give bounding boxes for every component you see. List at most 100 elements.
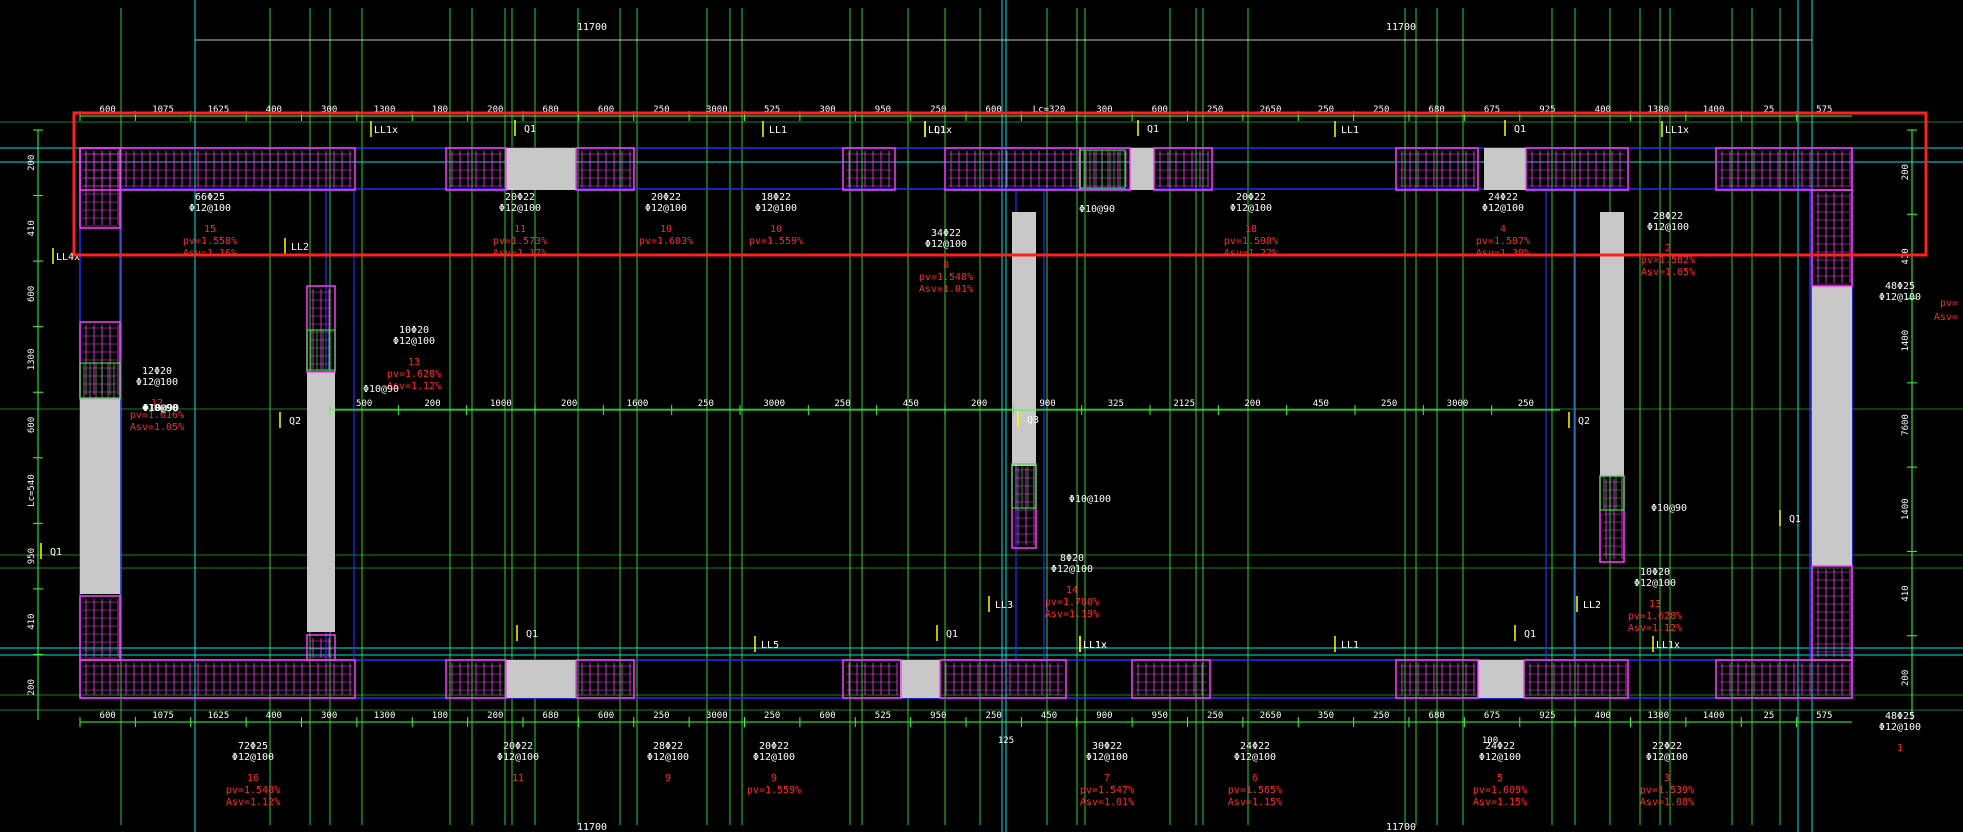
column-rebar-spec: 48Φ25 (1885, 711, 1915, 722)
rebar-cage (1525, 147, 1629, 191)
rebar-cage (575, 147, 635, 191)
column-stirrup-spec: Φ12@100 (1051, 564, 1093, 575)
beam-label-q2: Q2 (289, 416, 301, 427)
mid-dim-label: 200 (1244, 399, 1260, 409)
column-id: 9 (771, 773, 777, 784)
beam-label-q1: Q1 (946, 629, 958, 640)
bottom-dim-label: 2650 (1260, 711, 1282, 721)
column-pv-ratio: pv=1.539% (1640, 785, 1694, 796)
column-id: 16 (247, 773, 259, 784)
bottom-dim-label: 3000 (706, 711, 728, 721)
column-stirrup-spec: Φ12@100 (647, 752, 689, 763)
mid-dim-label: 250 (1518, 399, 1534, 409)
bottom-dim-label: 525 (875, 711, 891, 721)
column-id: 5 (1497, 773, 1503, 784)
column-id: 10 (660, 224, 672, 235)
top-dim-label: 2650 (1260, 105, 1282, 115)
column-id: 1 (1897, 743, 1903, 754)
bottom-dim-label: 400 (266, 711, 282, 721)
column-id: 7 (1104, 773, 1110, 784)
tie-zone (306, 329, 336, 371)
rebar-cage (306, 634, 336, 661)
tie-spacing-note: Φ10@90 (143, 403, 179, 414)
tie-spacing-note: Φ10@100 (1069, 494, 1111, 505)
beam-label-q1: Q1 (1147, 124, 1159, 135)
beam-label-ll2: LL2 (1583, 600, 1601, 611)
rebar-cage (79, 321, 121, 399)
bottom-dim-label: 1075 (152, 711, 174, 721)
tie-spacing-note: Φ10@90 (363, 384, 399, 395)
mid-dim-label: 1600 (627, 399, 649, 409)
column-rebar-spec: 12Φ20 (142, 366, 172, 377)
column-pv-ratio: pv=1.548% (919, 272, 973, 283)
top-dim-label: 300 (1096, 105, 1112, 115)
concrete-segment (1478, 660, 1524, 698)
edge-asv-note: Asv= (1934, 312, 1958, 323)
bottom-dim-label: 600 (598, 711, 614, 721)
column-rebar-spec: 24Φ22 (1488, 192, 1518, 203)
top-dim-label: 950 (875, 105, 891, 115)
top-dim-label: 250 (1207, 105, 1223, 115)
column-rebar-spec: 28Φ22 (653, 741, 683, 752)
bottom-dim-label: 675 (1484, 711, 1500, 721)
concrete-segment (506, 148, 576, 190)
top-dim-label: 600 (100, 105, 116, 115)
top-dim-label: 1400 (1703, 105, 1725, 115)
top-dim-label: Lc=320 (1033, 105, 1066, 115)
column-rebar-spec: 10Φ20 (1640, 567, 1670, 578)
column-pv-ratio: pv=1.559% (747, 785, 801, 796)
mid-dim-label: 2125 (1173, 399, 1195, 409)
column-pv-ratio: pv=1.616% (130, 410, 184, 421)
top-dim-label: 250 (1318, 105, 1334, 115)
top-dim-label: 250 (930, 105, 946, 115)
column-stirrup-spec: Φ12@100 (232, 752, 274, 763)
beam-label-q1: Q1 (934, 125, 946, 136)
right-dim-label: 200 (1901, 670, 1911, 686)
mid-dim-label: 325 (1108, 399, 1124, 409)
left-dim-label: 950 (27, 548, 37, 564)
bottom-dim-label: 300 (321, 711, 337, 721)
mid-dim-label: 250 (834, 399, 850, 409)
top-dim-label: 3000 (706, 105, 728, 115)
top-dim-label: 600 (1152, 105, 1168, 115)
bottom-dim-label: 200 (487, 711, 503, 721)
column-rebar-spec: 18Φ22 (761, 192, 791, 203)
left-dim-label: 600 (27, 286, 37, 302)
column-stirrup-spec: Φ12@100 (1479, 752, 1521, 763)
column-id: 15 (204, 224, 216, 235)
tie-zone (1011, 463, 1037, 509)
concrete-segment (1130, 148, 1154, 190)
rebar-cage (939, 659, 1067, 699)
mid-dim-label: 3000 (763, 399, 785, 409)
column-id: 13 (1649, 599, 1661, 610)
mid-dim-label: 200 (424, 399, 440, 409)
left-dim-label: 600 (27, 417, 37, 433)
bottom-dim-label: 400 (1595, 711, 1611, 721)
top-dim-label: 525 (764, 105, 780, 115)
column-pv-ratio: pv=1.780% (1045, 597, 1099, 608)
bottom-dim-label: 250 (764, 711, 780, 721)
column-rebar-spec: 48Φ25 (1885, 281, 1915, 292)
column-stirrup-spec: Φ12@100 (1634, 578, 1676, 589)
top-dim-label: 680 (543, 105, 559, 115)
mid-dim-label: 200 (561, 399, 577, 409)
column-id: 14 (1066, 585, 1078, 596)
column-pv-ratio: pv=1.547% (1080, 785, 1134, 796)
top-dim-label: 1625 (208, 105, 230, 115)
column-asv-ratio: Asv=1.15% (1228, 797, 1282, 808)
beam-label-q1: Q1 (1514, 124, 1526, 135)
overall-dim-right: 11700 (1386, 22, 1416, 33)
bottom-dim-label: 1300 (374, 711, 396, 721)
column-pv-ratio: pv=1.628% (387, 369, 441, 380)
bottom-dim-label: 250 (986, 711, 1002, 721)
column-rebar-spec: 20Φ22 (759, 741, 789, 752)
selection-highlight-box[interactable] (72, 111, 1928, 257)
top-dim-label: 200 (487, 105, 503, 115)
column-asv-ratio: Asv=1.12% (387, 381, 441, 392)
top-dim-label: 1075 (152, 105, 174, 115)
column-id: 8 (943, 260, 949, 271)
column-id: 11 (514, 224, 526, 235)
column-pv-ratio: pv=1.628% (1628, 611, 1682, 622)
